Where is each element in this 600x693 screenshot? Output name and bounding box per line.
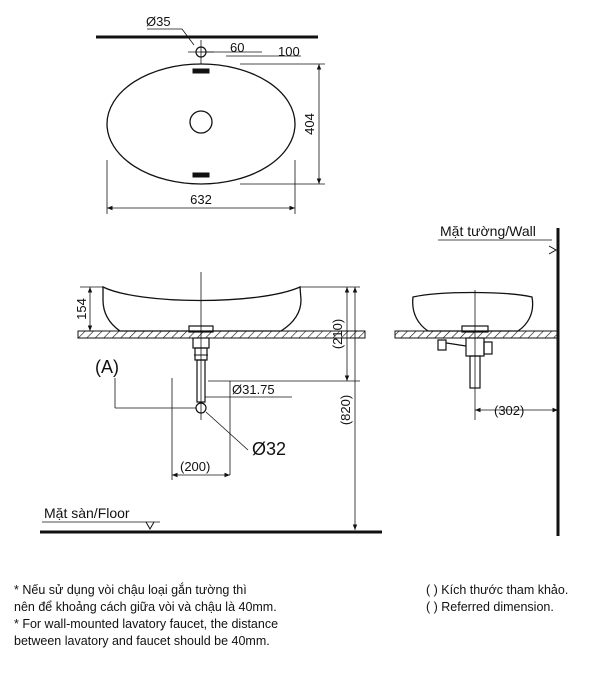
dim-counter-drain-210: (210) — [330, 319, 345, 349]
dim-depth-404: 404 — [302, 113, 317, 135]
basin-outline-front — [102, 285, 302, 332]
side-view — [394, 228, 560, 536]
basin-outline-top — [106, 63, 296, 185]
drain-flange — [188, 325, 214, 333]
dim-drain-dia: Ø35 — [146, 14, 171, 29]
legend-ref-en: ( ) Referred dimension. — [426, 600, 554, 614]
note-vi-line2: nên để khoảng cách giữa vòi và chậu là 4… — [14, 600, 277, 614]
installation-notes: * Nếu sử dụng vòi chậu loại gắn tường th… — [14, 582, 278, 650]
legend-ref-vi: ( ) Kích thước tham khảo. — [426, 583, 569, 597]
top-view — [96, 28, 325, 214]
dim-wall-offset-302: (302) — [494, 403, 524, 418]
dim-offset-60: 60 — [230, 40, 244, 55]
wall-label: Mặt tường/Wall — [440, 223, 536, 239]
front-view — [40, 272, 382, 534]
basin-outline-side — [412, 291, 534, 332]
countertop-front — [77, 330, 366, 339]
overflow-slot-bottom — [192, 172, 210, 178]
dim-width-632: 632 — [190, 192, 212, 207]
note-en-line2: between lavatory and faucet should be 40… — [14, 634, 270, 648]
dim-outlet-offset-200: (200) — [180, 459, 210, 474]
note-en-line1: * For wall-mounted lavatory faucet, the … — [14, 617, 279, 631]
dim-outlet-dia: Ø32 — [252, 439, 286, 459]
overflow-slot-top — [192, 68, 210, 74]
drain-hole — [189, 110, 213, 134]
floor-label: Mặt sàn/Floor — [44, 505, 130, 521]
dim-height-154: 154 — [74, 298, 89, 320]
dim-pipe-dia: Ø31.75 — [232, 382, 275, 397]
detail-label-a: (A) — [95, 357, 119, 377]
note-vi-line1: * Nếu sử dụng vòi chậu loại gắn tường th… — [14, 583, 247, 597]
reference-legend: ( ) Kích thước tham khảo. ( ) Referred d… — [426, 582, 568, 616]
dim-floor-820: (820) — [338, 395, 353, 425]
tail-pipe — [196, 359, 206, 403]
dim-offset-100: 100 — [278, 44, 300, 59]
